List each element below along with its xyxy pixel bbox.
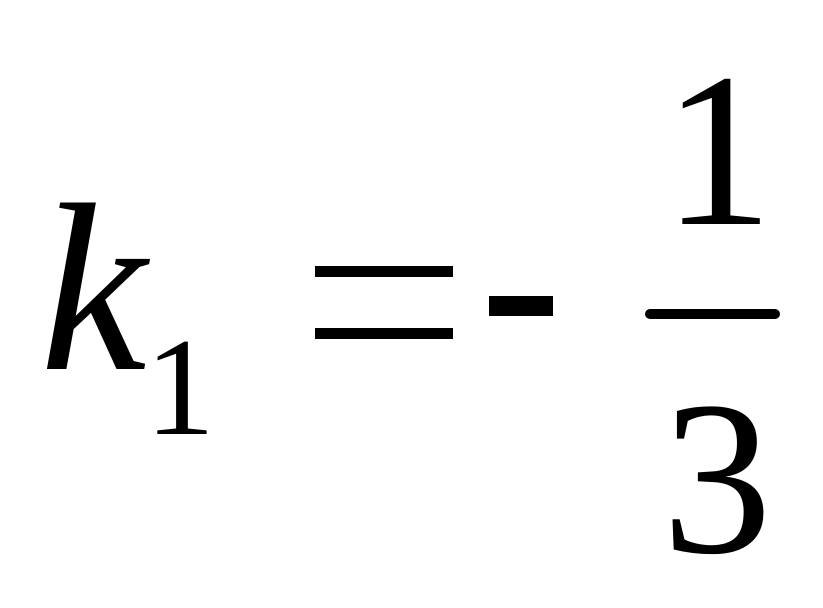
fraction-denominator: 3 [662, 356, 772, 600]
minus-sign [489, 296, 553, 316]
variable-k: k [40, 155, 147, 421]
subscript-1: 1 [145, 310, 215, 465]
fraction-numerator: 1 [663, 28, 773, 272]
equals-bottom-bar [315, 328, 453, 339]
fraction-bar [645, 309, 780, 319]
equals-top-bar [315, 266, 453, 277]
